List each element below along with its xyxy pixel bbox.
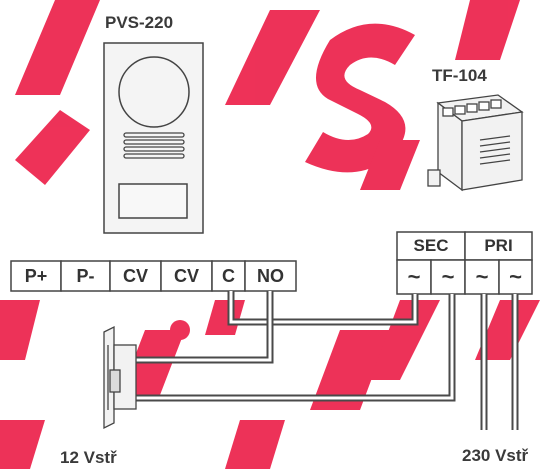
- terminal-label: CV: [173, 266, 199, 286]
- watermark-stroke: [0, 420, 45, 469]
- camera-lens: [118, 56, 190, 128]
- watermark-stroke: [475, 300, 540, 360]
- terminal-label: NO: [257, 266, 284, 286]
- transformer-terminal-table: [396, 231, 533, 295]
- name-tag-window: [118, 183, 188, 219]
- terminal-label: P+: [24, 266, 48, 286]
- speaker-grille: [123, 132, 185, 159]
- watermark-stroke: [0, 300, 40, 360]
- ac-symbol: ~: [407, 264, 421, 289]
- watermark-stroke: [360, 140, 420, 190]
- ac-symbol: ~: [475, 264, 489, 289]
- watermark-stroke: [305, 23, 415, 173]
- wire-c-to-sec: [227, 291, 419, 326]
- watermark-stroke: [310, 330, 390, 410]
- transformer-title: TF-104: [432, 66, 487, 85]
- terminal-block: [10, 260, 297, 292]
- door-lock: [103, 325, 137, 430]
- transformer-terminals: [442, 99, 502, 117]
- terminal-label: C: [222, 266, 235, 286]
- ac-symbol: ~: [509, 264, 522, 289]
- watermark-stroke: [225, 10, 320, 105]
- din-clip: [427, 169, 441, 187]
- wire-sec-to-lock-inner: [136, 294, 454, 400]
- wiring: [136, 291, 519, 430]
- lock-latch: [109, 369, 121, 393]
- wire-no-to-lock-inner: [136, 291, 272, 362]
- terminal-label: P-: [76, 266, 95, 286]
- watermark-stroke: [370, 300, 440, 380]
- mains-supply-label: 230 Vstř: [462, 446, 529, 465]
- transformer-device: [427, 94, 524, 192]
- watermark-stroke: [205, 300, 245, 335]
- intercom-panel-title: PVS-220: [105, 13, 174, 32]
- watermark: [0, 0, 540, 469]
- watermark-dot: [170, 320, 190, 340]
- watermark-stroke: [225, 420, 285, 469]
- terminal-label: CV: [122, 266, 148, 286]
- intercom-panel: [103, 42, 204, 234]
- lock-faceplate: [103, 325, 115, 430]
- lock-supply-label: 12 Vstř: [60, 448, 117, 467]
- transformer-vents: [479, 135, 511, 165]
- ac-symbol: ~: [441, 264, 455, 289]
- watermark-stroke: [15, 110, 90, 185]
- sec-header: SEC: [413, 236, 449, 255]
- pri-header: PRI: [484, 236, 513, 255]
- watermark-stroke: [455, 0, 520, 60]
- watermark-stroke: [15, 0, 100, 95]
- wire-c-to-sec-inner: [229, 291, 417, 324]
